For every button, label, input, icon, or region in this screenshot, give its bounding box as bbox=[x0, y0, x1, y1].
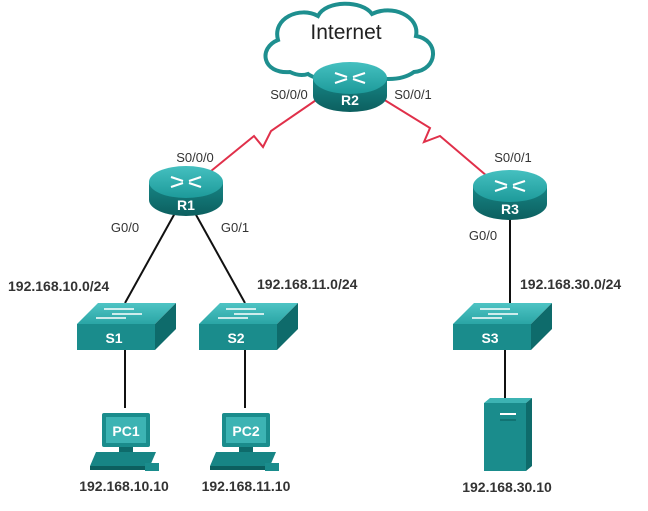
port-r2-left: S0/0/0 bbox=[270, 87, 308, 102]
switch-s3-label: S3 bbox=[481, 330, 498, 346]
router-r2-label: R2 bbox=[341, 92, 359, 108]
switch-s2-icon bbox=[199, 303, 298, 350]
serial-link-r2-r3 bbox=[377, 95, 495, 183]
network-lan2-label: 192.168.11.0/24 bbox=[257, 276, 358, 292]
pc2-ip-label: 192.168.11.10 bbox=[202, 478, 291, 494]
router-r1-label: R1 bbox=[177, 197, 195, 213]
link-r1-s2 bbox=[194, 212, 246, 304]
server-icon bbox=[484, 398, 532, 471]
port-r3-g0: G0/0 bbox=[469, 228, 497, 243]
network-lan3-label: 192.168.30.0/24 bbox=[520, 276, 621, 292]
pc2-icon bbox=[210, 413, 279, 471]
router-r3-icon bbox=[473, 170, 547, 220]
port-r1-g0: G0/0 bbox=[111, 220, 139, 235]
port-r1-g1: G0/1 bbox=[221, 220, 249, 235]
internet-label: Internet bbox=[310, 21, 381, 44]
pc1-icon bbox=[90, 413, 159, 471]
router-r1-icon bbox=[149, 166, 223, 216]
switch-s1-label: S1 bbox=[105, 330, 122, 346]
server-ip-label: 192.168.30.10 bbox=[462, 479, 552, 495]
router-r2-icon bbox=[313, 62, 387, 112]
pc2-label: PC2 bbox=[232, 423, 259, 439]
port-r1-serial: S0/0/0 bbox=[176, 150, 214, 165]
switch-s2-label: S2 bbox=[227, 330, 244, 346]
switch-s3-icon bbox=[453, 303, 552, 350]
serial-link-r2-r1 bbox=[199, 95, 323, 181]
port-r3-serial: S0/0/1 bbox=[494, 150, 532, 165]
pc1-ip-label: 192.168.10.10 bbox=[79, 478, 169, 494]
network-lan1-label: 192.168.10.0/24 bbox=[8, 278, 109, 294]
router-r3-label: R3 bbox=[501, 201, 519, 217]
link-r1-s1 bbox=[124, 212, 176, 304]
pc1-label: PC1 bbox=[112, 423, 139, 439]
port-r2-right: S0/0/1 bbox=[394, 87, 432, 102]
ethernet-links bbox=[124, 212, 511, 408]
switch-s1-icon bbox=[77, 303, 176, 350]
